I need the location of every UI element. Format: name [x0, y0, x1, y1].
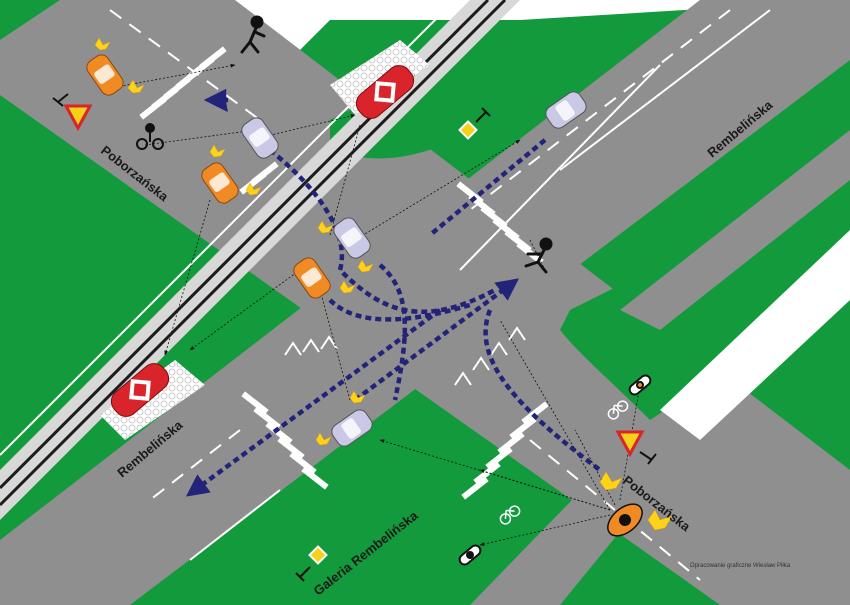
path-from-south — [328, 298, 471, 322]
sight-lines — [99, 63, 642, 546]
car-light-4 — [331, 409, 373, 447]
cyclist-icon — [458, 544, 482, 566]
bicycle-lane-icon — [499, 505, 521, 525]
car-orange-2 — [201, 162, 239, 204]
path-straight-sw — [185, 308, 442, 497]
cyclist-icon — [136, 123, 164, 150]
lane-markings — [109, 9, 731, 581]
tram-south — [110, 363, 170, 417]
yield-sign-icon — [615, 430, 657, 465]
path-loop — [378, 263, 408, 401]
white-strip — [660, 230, 850, 440]
path-north-left — [268, 148, 497, 314]
tram-rail-2 — [0, 0, 507, 507]
car-light-1 — [241, 117, 279, 159]
signal-flashes — [94, 37, 673, 531]
crossing-southeast — [461, 401, 549, 500]
bicycle-lane-icon — [607, 400, 629, 420]
path-east-to-se — [428, 138, 547, 237]
priority-road-sign-icon — [458, 107, 491, 140]
car-light-3 — [545, 91, 587, 129]
motorbike-orange — [607, 503, 643, 537]
pedestrian-icon — [524, 237, 553, 274]
crossing-south — [241, 391, 329, 490]
side-road — [620, 130, 850, 330]
yield-sign-icon — [52, 93, 93, 132]
car-light-2 — [333, 217, 371, 259]
tram-north — [355, 65, 415, 119]
credit-text: Opracowanie graficzne Wiesław Piłka — [690, 563, 791, 569]
give-way-teeth — [284, 326, 526, 386]
pedestrian-icon — [240, 15, 266, 54]
car-orange-3 — [293, 257, 331, 299]
path-se-turn — [483, 309, 602, 472]
car-orange-1 — [86, 54, 124, 96]
path-to-ne — [353, 278, 520, 402]
cyclist-icon — [628, 374, 652, 396]
tram-platform-south — [100, 360, 205, 440]
movement-paths — [185, 88, 602, 497]
direction-arrow-icon — [212, 92, 228, 112]
solid-lane-lines — [189, 9, 771, 561]
